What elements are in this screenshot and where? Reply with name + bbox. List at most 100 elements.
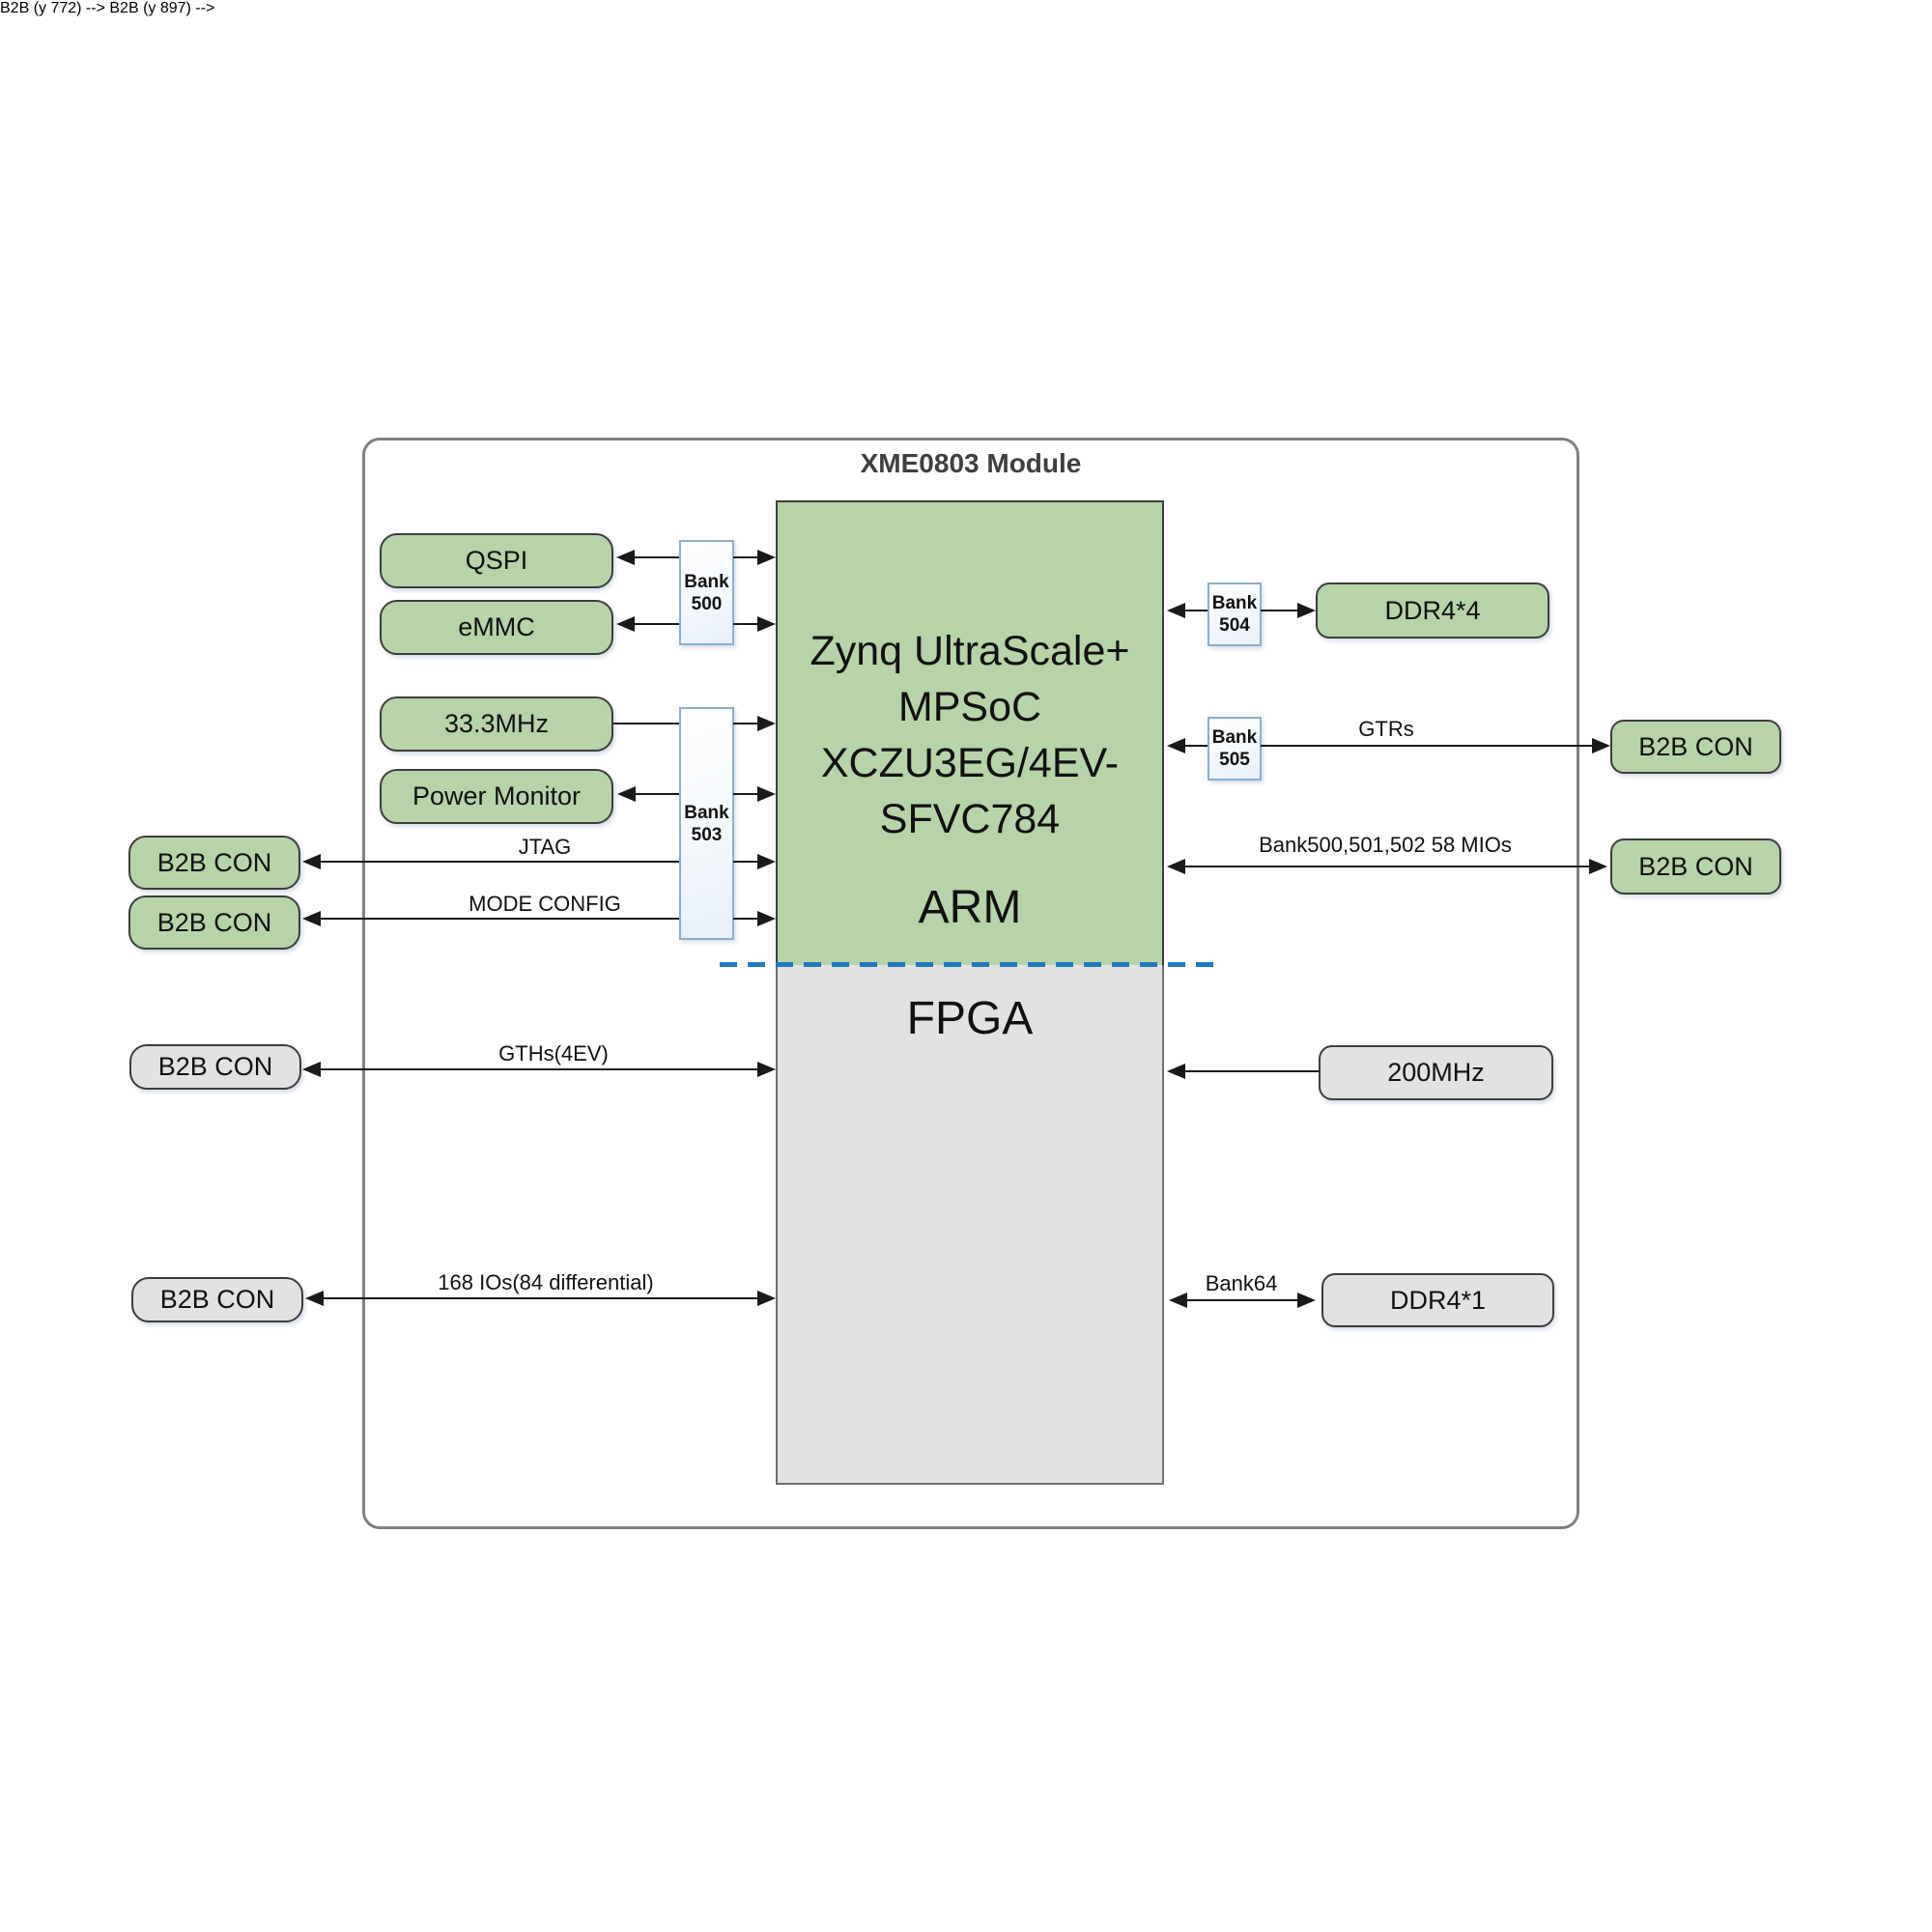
soc-name-line1: Zynq UltraScale+ [810,628,1130,674]
bank500-line1: Bank [684,571,729,592]
bus-line-mios [1184,866,1590,867]
arrowhead-jtag-left [302,854,321,869]
bank503-line1: Bank [684,802,729,823]
bus-line-power-monitor-a [635,793,679,795]
bank505-line1: Bank [1211,727,1258,748]
ps-pl-partition-dashline [720,962,1215,967]
bus-label-jtag: JTAG [518,835,572,859]
bus-line-200mhz [1184,1070,1319,1072]
arrowhead-bank64-left [1169,1293,1187,1308]
bus-label-bank64: Bank64 [1205,1271,1278,1295]
arrowhead-gtrs-right [1592,738,1610,753]
arrowhead-power-monitor-left [617,786,636,802]
b2b-con-gths-label: B2B CON [157,1052,273,1081]
osc-33mhz-block: 33.3MHz [380,696,613,752]
bus-line-168ios [323,1297,758,1299]
bank503-line2: 503 [691,824,723,845]
b2b-con-168ios-label: B2B CON [159,1285,275,1314]
bus-line-mode-config-b [733,918,759,920]
bus-line-power-monitor-b [733,793,759,795]
bus-line-gtrs-b [1261,745,1593,747]
bus-line-bank64 [1186,1299,1298,1301]
bus-line-ddr4x4-a [1184,610,1208,611]
bank500-line2: 500 [691,593,723,614]
arrowhead-ddr4x4-right [1297,603,1316,618]
arrowhead-qspi-right [757,550,776,565]
emmc-label: eMMC [458,612,535,641]
arrowhead-mode-config-right [757,911,776,926]
power-monitor-label: Power Monitor [412,781,582,810]
bus-line-gths [320,1068,758,1070]
arrowhead-power-monitor-right [757,786,776,802]
qspi-label: QSPI [465,546,528,575]
bus-label-gths: GTHs(4EV) [498,1041,609,1065]
arrowhead-ddr4x4-left [1167,603,1185,618]
bus-line-33mhz-a [613,723,679,724]
arrowhead-emmc-right [757,616,776,632]
b2b-con-mios-label: B2B CON [1638,851,1753,881]
b2b-con-gths-block: B2B CON [129,1044,301,1090]
ddr4x1-label: DDR4*1 [1389,1285,1487,1315]
soc-arm-label: ARM [918,882,1022,933]
b2b-con-mode-config-block: B2B CON [128,895,300,950]
arrowhead-168ios-right [757,1291,776,1306]
b2b-con-mios-block: B2B CON [1610,838,1781,895]
arrowhead-mios-left [1167,859,1185,874]
b2b-con-168ios-block: B2B CON [131,1277,303,1322]
arrowhead-gtrs-left [1167,738,1185,753]
ddr4x1-block: DDR4*1 [1321,1273,1554,1327]
bank504-line1: Bank [1211,593,1258,613]
power-monitor-block: Power Monitor [380,769,613,824]
soc-name-line2: MPSoC [897,684,1042,730]
module-frame [362,438,1579,1529]
arrowhead-qspi-left [616,550,635,565]
emmc-block: eMMC [380,600,613,655]
bank505-box: Bank 505 [1208,717,1262,781]
b2b-con-gtrs-label: B2B CON [1638,731,1753,761]
bus-label-168ios: 168 IOs(84 differential) [438,1270,654,1294]
arrowhead-bank64-right [1297,1293,1316,1308]
bank504-line2: 504 [1219,615,1250,636]
soc-name-line4: SFVC784 [879,796,1061,842]
ddr4x4-block: DDR4*4 [1316,582,1549,639]
arrowhead-jtag-right [757,854,776,869]
bus-line-gtrs-a [1184,745,1208,747]
bus-label-mios: Bank500,501,502 58 MIOs [1259,833,1512,857]
bank503-box: Bank 503 [679,707,734,940]
soc-ps-arm-region [776,500,1164,965]
b2b-con-gtrs-block: B2B CON [1610,720,1781,774]
bus-line-qspi-a [634,556,679,558]
osc-200mhz-block: 200MHz [1319,1045,1553,1100]
bus-line-ddr4x4-b [1261,610,1298,611]
arrowhead-gths-right [757,1062,776,1077]
bus-label-mode-config: MODE CONFIG [469,892,621,916]
osc-200mhz-label: 200MHz [1387,1058,1485,1087]
bus-line-emmc-b [733,623,759,625]
bus-line-33mhz-b [733,723,759,724]
arrowhead-mode-config-left [302,911,321,926]
osc-33mhz-label: 33.3MHz [443,709,550,738]
bus-line-jtag-b [733,861,759,863]
b2b-con-jtag-block: B2B CON [128,836,300,890]
b2b-con-jtag-label: B2B CON [156,847,272,877]
arrowhead-gths-left [302,1062,321,1077]
bus-line-qspi-b [733,556,759,558]
soc-name-line3: XCZU3EG/4EV- [820,740,1120,786]
bus-line-mode-config-a [320,918,679,920]
arrowhead-200mhz-left [1167,1064,1185,1079]
arrowhead-33mhz-right [757,716,776,731]
soc-pl-fpga-region [776,965,1164,1485]
b2b-con-mode-config-label: B2B CON [156,907,272,937]
bank504-box: Bank 504 [1208,582,1262,646]
qspi-block: QSPI [380,533,613,588]
ddr4x4-label: DDR4*4 [1384,595,1481,625]
soc-fpga-label: FPGA [906,993,1034,1044]
bank505-line2: 505 [1219,750,1250,770]
bus-label-gtrs: GTRs [1358,717,1414,741]
arrowhead-emmc-left [616,616,635,632]
module-title: XME0803 Module [860,448,1082,478]
arrowhead-168ios-left [305,1291,324,1306]
bus-line-emmc-a [634,623,679,625]
bus-line-jtag-a [320,861,679,863]
